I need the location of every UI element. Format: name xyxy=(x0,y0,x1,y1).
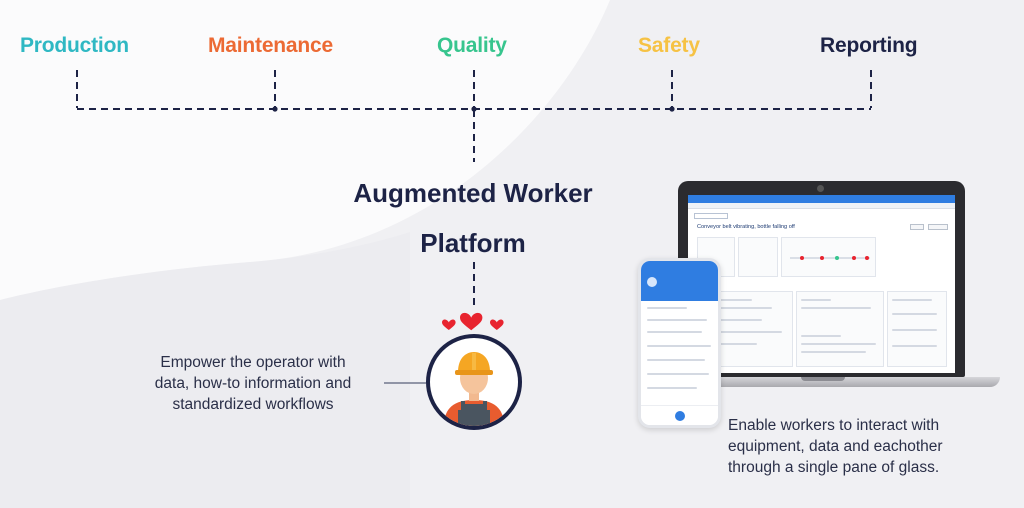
operator-caption-line2: data, how-to information and xyxy=(154,375,352,392)
app-action-button xyxy=(928,224,948,230)
phone-mockup xyxy=(638,258,721,428)
app-search xyxy=(694,213,728,219)
laptop-display: Conveyor belt vibrating, bottle falling … xyxy=(688,195,955,373)
operator-caption-line1: Empower the operator with xyxy=(160,354,346,371)
category-reporting: Reporting xyxy=(820,34,918,57)
platform-title-line1: Augmented Worker xyxy=(353,178,593,208)
phone-nav-bar xyxy=(641,405,718,425)
devices-caption-line2: equipment, data and eachother xyxy=(728,438,943,455)
chart-icon xyxy=(790,256,870,260)
hearts-icon xyxy=(442,312,504,331)
camera-icon xyxy=(817,185,824,192)
operator-caption-line3: standardized workflows xyxy=(172,396,334,413)
phone-header xyxy=(641,261,718,301)
ticket-title: Conveyor belt vibrating, bottle falling … xyxy=(697,224,795,230)
category-quality: Quality xyxy=(437,34,507,57)
chart-panel xyxy=(781,237,876,277)
laptop-mockup: Conveyor belt vibrating, bottle falling … xyxy=(678,181,965,377)
worker-avatar xyxy=(426,334,522,430)
platform-title: Augmented Worker Platform xyxy=(318,168,628,268)
app-action-button xyxy=(910,224,924,230)
operator-caption: Empower the operator with data, how-to i… xyxy=(118,352,388,415)
platform-title-line2: Platform xyxy=(420,228,526,258)
laptop-base xyxy=(654,377,1000,387)
app-tabs xyxy=(688,203,955,209)
activity-panel xyxy=(796,291,884,367)
devices-caption-line1: Enable workers to interact with xyxy=(728,417,940,434)
app-panel xyxy=(738,237,778,277)
worker-avatar-icon xyxy=(444,352,504,426)
app-topbar xyxy=(688,195,955,203)
add-icon xyxy=(675,411,685,421)
category-safety: Safety xyxy=(638,34,700,57)
category-production: Production xyxy=(20,34,129,57)
laptop-notch xyxy=(801,377,845,381)
category-maintenance: Maintenance xyxy=(208,34,333,57)
devices-caption-line3: through a single pane of glass. xyxy=(728,459,940,476)
avatar xyxy=(647,277,657,287)
devices-caption: Enable workers to interact with equipmen… xyxy=(728,415,994,478)
